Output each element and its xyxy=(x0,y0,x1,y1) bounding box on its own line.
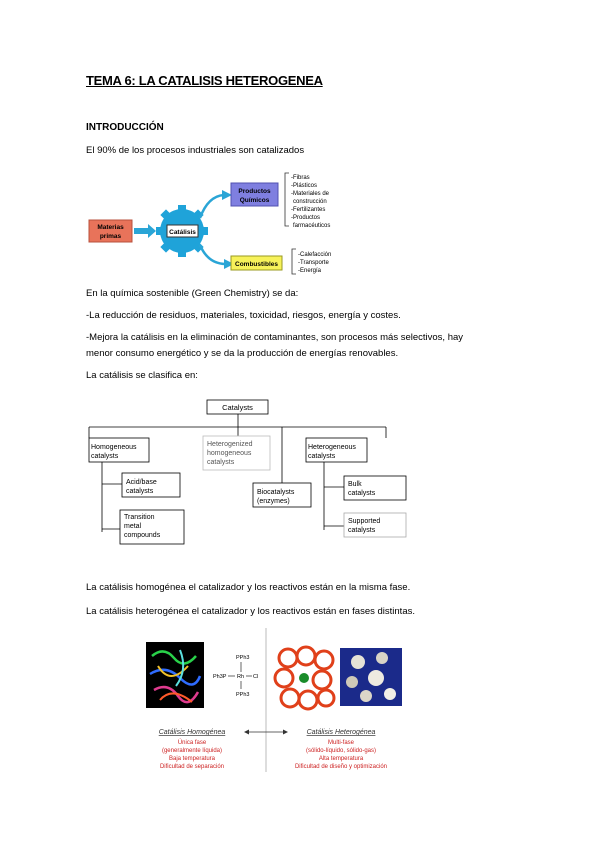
enzyme-structure-image xyxy=(146,642,204,708)
arrow-down-connector xyxy=(198,244,227,266)
homogeneous-line-1: Única fase xyxy=(178,739,207,746)
list-products-1: -Plásticos xyxy=(291,183,317,189)
catalisis-label: Catálisis xyxy=(169,229,196,236)
heterogeneous-line-2: (sólido-líquido, sólido-gas) xyxy=(306,748,376,754)
acid-base-box xyxy=(121,472,181,498)
supported-label-2: catalysts xyxy=(348,527,376,534)
arrow-up-connector xyxy=(198,193,225,219)
bulk-label-2: catalysts xyxy=(348,490,376,497)
heterogeneous-line-1: Multi-fase xyxy=(328,740,355,746)
list-products-4: -Fertilizantes xyxy=(291,207,325,213)
chem-bottom: PPh3 xyxy=(236,692,249,698)
materias-label-1: Materias xyxy=(97,224,124,231)
paragraph-classification: La catálisis se clasifica en: xyxy=(86,370,198,381)
paragraph-heterogeneous: La catálisis heterogénea el catalizador … xyxy=(86,606,415,617)
bulk-box xyxy=(343,475,407,501)
catalyst-pellets-image xyxy=(340,648,402,706)
list-products-5: -Productos xyxy=(291,215,320,221)
list-products-0: -Fibras xyxy=(291,175,310,181)
arrow-down-icon xyxy=(224,259,234,269)
zeolite-framework-image xyxy=(273,645,336,711)
paragraph-homogeneous: La catálisis homogénea el catalizador y … xyxy=(86,582,411,593)
bracket-fuels xyxy=(291,248,296,275)
arrow-up-icon xyxy=(222,190,232,200)
chem-right: Cl xyxy=(253,674,258,680)
chem-center: Rh xyxy=(237,674,244,680)
homogeneous-box xyxy=(88,437,150,463)
double-arrow-icon xyxy=(244,729,288,735)
productos-quimicos-box xyxy=(230,182,279,207)
homogeneous-label-2: catalysts xyxy=(91,453,119,460)
transition-label-3: compounds xyxy=(124,532,161,539)
homogeneous-label-1: Homogeneous xyxy=(91,444,137,451)
acid-base-label-1: Acid/base xyxy=(126,479,157,486)
list-fuels-0: -Calefacción xyxy=(298,252,331,258)
paragraph-green-chem: En la química sostenible (Green Chemistr… xyxy=(86,288,299,299)
catalysts-root-box xyxy=(206,399,269,415)
heterogenized-label-1: Heterogenized xyxy=(207,441,253,448)
homogeneous-caption-title: Catálisis Homogénea xyxy=(159,729,226,736)
chem-top: PPh3 xyxy=(236,655,249,661)
homogeneous-line-4: Dificultad de separación xyxy=(160,764,224,770)
transition-label-1: Transition xyxy=(124,514,155,521)
list-products-3: construcción xyxy=(293,199,327,205)
heterogeneous-line-4: Dificultad de diseño y optimización xyxy=(295,764,387,770)
page-title: TEMA 6: LA CATALISIS HETEROGENEA xyxy=(86,73,323,88)
heterogeneous-label-2: catalysts xyxy=(308,453,336,460)
bulk-label-1: Bulk xyxy=(348,481,362,488)
supported-box xyxy=(343,512,407,538)
list-products-6: farmacéuticos xyxy=(293,223,330,229)
heterogeneous-line-3: Alta temperatura xyxy=(319,756,364,762)
supported-label-1: Supported xyxy=(348,518,380,525)
rhodium-complex-formula: PPh3 Ph3P Rh Cl PPh3 xyxy=(213,655,258,698)
biocatalysts-label-2: (enzymes) xyxy=(257,498,290,505)
heterogenized-box xyxy=(202,435,271,471)
chem-left: Ph3P xyxy=(213,674,227,680)
arrow-right-icon xyxy=(134,224,156,238)
bracket-products xyxy=(284,172,289,227)
biocatalysts-label-1: Biocatalysts xyxy=(257,489,295,496)
homo-vs-hetero-figure: PPh3 Ph3P Rh Cl PPh3 Catálisis Ho xyxy=(146,628,402,772)
heterogenized-label-2: homogeneous xyxy=(207,450,252,457)
biocatalysts-box xyxy=(252,482,312,508)
catalysis-uses-diagram: Materias primas Catálisis Productos Quím… xyxy=(88,172,331,275)
list-fuels-1: -Transporte xyxy=(298,260,329,266)
heterogeneous-box xyxy=(305,437,368,463)
heterogeneous-label-1: Heterogeneous xyxy=(308,444,356,451)
productos-label-1: Productos xyxy=(238,188,271,195)
section-heading: INTRODUCCIÓN xyxy=(86,122,164,133)
combustibles-label: Combustibles xyxy=(235,261,278,268)
homogeneous-line-3: Baja temperatura xyxy=(169,756,216,762)
combustibles-box xyxy=(230,255,283,271)
transition-label-2: metal xyxy=(124,523,142,530)
heterogeneous-caption-title: Catálisis Heterogénea xyxy=(307,729,376,736)
productos-label-2: Químicos xyxy=(240,197,270,204)
list-fuels-2: -Energía xyxy=(298,268,322,274)
acid-base-label-2: catalysts xyxy=(126,488,154,495)
catalysts-classification-diagram: Catalysts Homogeneous catalysts Heteroge… xyxy=(88,399,407,545)
paragraph-reduction: -La reducción de residuos, materiales, t… xyxy=(86,310,401,321)
heterogenized-label-3: catalysts xyxy=(207,459,235,466)
transition-metal-box xyxy=(119,509,185,545)
homogeneous-line-2: (generalmente líquida) xyxy=(162,748,222,754)
paragraph-improvement-2: menor consumo energético y se da la prod… xyxy=(86,348,399,359)
catalisis-box xyxy=(166,224,199,238)
paragraph-intro: El 90% de los procesos industriales son … xyxy=(86,145,305,156)
list-products-2: -Materiales de xyxy=(291,191,330,197)
catalysts-root-label: Catalysts xyxy=(222,403,253,412)
paragraph-improvement-1: -Mejora la catálisis en la eliminación d… xyxy=(86,332,464,343)
materias-label-2: primas xyxy=(100,233,122,240)
materias-primas-box xyxy=(88,219,133,243)
